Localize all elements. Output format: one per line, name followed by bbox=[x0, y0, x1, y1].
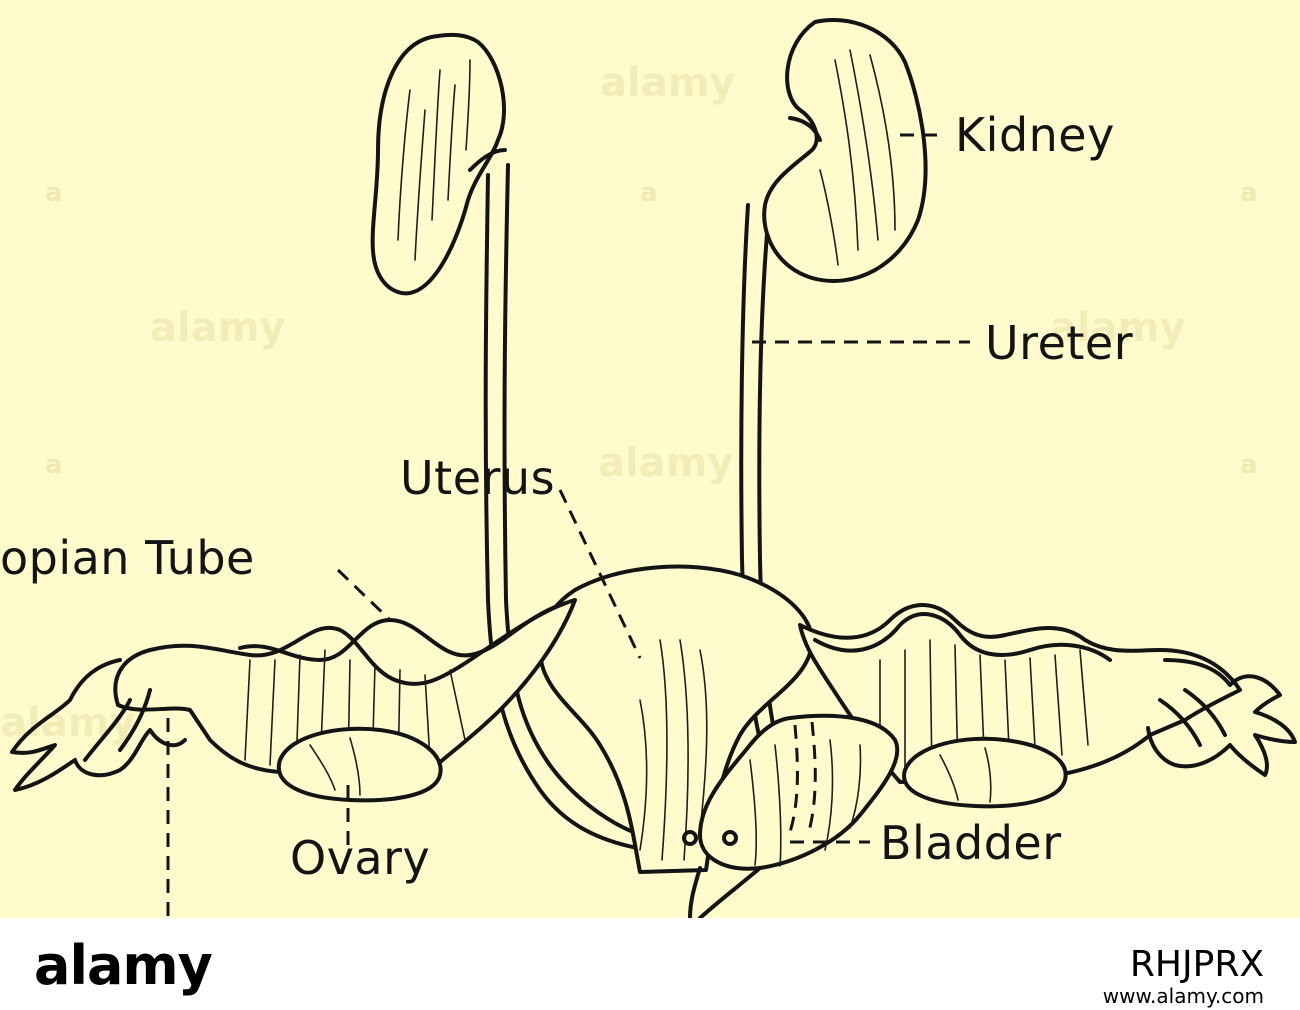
watermark-center: alamy bbox=[598, 440, 734, 486]
leader-lines bbox=[166, 133, 970, 918]
watermark-left: alamy bbox=[150, 305, 286, 351]
label-uterus: Uterus bbox=[400, 451, 556, 505]
watermark-mark: a bbox=[1240, 178, 1258, 208]
watermark-mark: a bbox=[640, 178, 658, 208]
left-kidney bbox=[370, 32, 507, 296]
stock-url: www.alamy.com bbox=[1102, 984, 1264, 1008]
alamy-logo: alamy bbox=[34, 934, 213, 997]
watermark-right: alamy bbox=[1050, 305, 1186, 351]
watermark-mark: a bbox=[1240, 450, 1258, 480]
left-ovary bbox=[276, 726, 443, 803]
stock-image-id: RHJPRX bbox=[1129, 944, 1264, 985]
anatomy-drawing bbox=[10, 17, 1297, 918]
label-ovary: Ovary bbox=[290, 831, 431, 885]
watermark-mark: a bbox=[45, 450, 63, 480]
watermark-top: alamy bbox=[600, 60, 736, 106]
anatomy-figure: alamy alamy alamy alamy alamy alamy a a … bbox=[0, 17, 1297, 918]
label-fallopian-tube: opian Tube bbox=[0, 531, 255, 585]
stock-footer: alamy RHJPRX www.alamy.com bbox=[0, 918, 1300, 1010]
bladder bbox=[682, 713, 900, 918]
watermark-mark: a bbox=[45, 178, 63, 208]
label-kidney: Kidney bbox=[955, 108, 1115, 162]
label-ureter: Ureter bbox=[985, 316, 1134, 370]
left-fimbriae bbox=[10, 658, 187, 792]
right-fimbriae bbox=[1146, 658, 1297, 777]
right-ovary bbox=[902, 736, 1068, 809]
right-kidney bbox=[762, 17, 928, 283]
label-bladder: Bladder bbox=[880, 816, 1062, 870]
